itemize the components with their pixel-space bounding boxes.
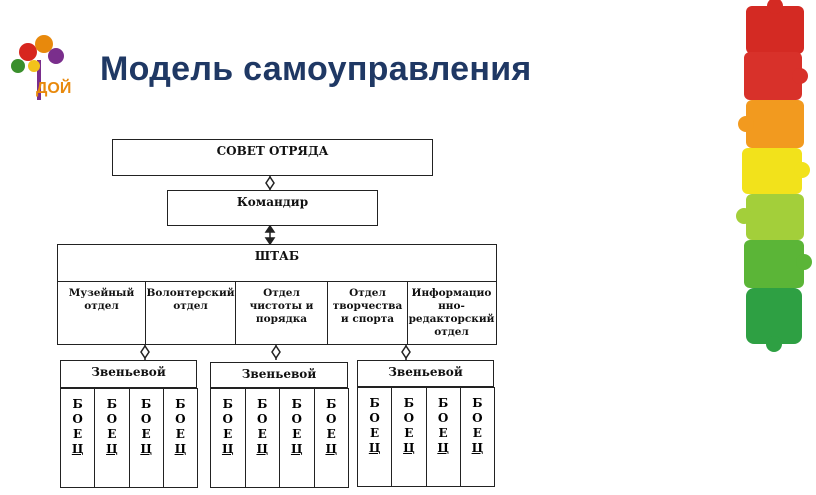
fighter-letter: Б	[291, 397, 302, 411]
department-line: отдел	[84, 300, 119, 312]
fighter-letter: Ц	[174, 442, 187, 456]
fighter-letter: Ц	[325, 442, 338, 456]
fighter-letter: Ц	[221, 442, 234, 456]
fighter-letter: Б	[222, 397, 233, 411]
hq-label: ШТАБ	[254, 249, 300, 263]
squad-leader-2: Звеньевой	[210, 362, 348, 388]
department-line: Отдел	[263, 287, 300, 299]
squad-leader-label: Звеньевой	[388, 365, 463, 379]
fighter-letter: Б	[72, 397, 83, 411]
fighter-letter: Б	[106, 397, 117, 411]
department-creativity: Отдел творчества и спорта	[328, 282, 408, 344]
squad-leader-1: Звеньевой	[60, 360, 197, 388]
fighter-letter: Ц	[368, 441, 381, 455]
fighter-letter: Е	[404, 426, 414, 440]
fighter-letter: Е	[73, 427, 83, 441]
logo	[4, 30, 86, 105]
department-line: редакторский	[408, 313, 495, 325]
department-line: чистоты и	[249, 300, 314, 312]
fighter-letter: О	[291, 412, 302, 426]
puzzle-pieces-icon	[736, 0, 812, 352]
fighter-letter: Б	[437, 396, 449, 410]
fighter-letter: Ц	[140, 442, 152, 456]
fighter-letter: О	[326, 412, 337, 426]
fighter-letter: Б	[326, 397, 337, 411]
tree-logo-icon	[11, 35, 64, 100]
fighter-letter: Ц	[403, 441, 415, 455]
fighter-letter: Е	[107, 427, 117, 441]
fighter-letter: Б	[472, 396, 483, 410]
department-line: Отдел	[349, 287, 386, 299]
department-line: отдел	[434, 326, 469, 338]
council-label: СОВЕТ ОТРЯДА	[216, 144, 329, 158]
fighter-letter: Ц	[471, 441, 484, 455]
fighter-letter: Е	[257, 427, 267, 441]
logo-text: ДОЙ	[36, 80, 72, 97]
fighter-letter: Е	[370, 426, 380, 440]
fighter-letter: Б	[175, 397, 186, 411]
fighter-letter: Б	[140, 397, 152, 411]
council-box: СОВЕТ ОТРЯДА	[112, 139, 433, 176]
fighter-letter: Е	[141, 427, 151, 441]
fighter-letter: О	[403, 411, 415, 425]
fighter-letter: Е	[326, 427, 336, 441]
fighter-letter: Б	[369, 396, 380, 410]
fighter-letter: Е	[223, 427, 233, 441]
fighter-letter: О	[472, 411, 483, 425]
fighter-letter: Е	[472, 426, 482, 440]
page-title: Модель самоуправления	[100, 50, 532, 88]
fighter-letter: Б	[257, 397, 268, 411]
fighter-letter: О	[140, 412, 152, 426]
fighter-letter: О	[222, 412, 233, 426]
fighter-letter: Е	[292, 427, 302, 441]
squad-leader-label: Звеньевой	[241, 367, 317, 381]
fighter-letter: Ц	[71, 442, 84, 456]
fighter-letter: О	[72, 412, 83, 426]
department-museum: Музейный отдел	[58, 282, 146, 344]
fighter-letter: О	[437, 411, 449, 425]
department-line: отдел	[173, 300, 208, 312]
squad-leader-label: Звеньевой	[91, 365, 166, 379]
fighter-letter: Б	[403, 396, 414, 410]
fighter-letter: Е	[438, 426, 448, 440]
commander-label: Командир	[236, 195, 309, 209]
department-line: порядка	[255, 313, 308, 325]
departments-row: Музейный отдел Волонтерский отдел Отдел …	[57, 281, 497, 345]
hq-box: ШТАБ	[57, 244, 497, 282]
fighter-letter: О	[257, 412, 268, 426]
department-line: нно-	[438, 300, 465, 312]
fighter-letter: Ц	[106, 442, 118, 456]
fighter-letter: Ц	[437, 441, 449, 455]
department-line: Музейный	[68, 287, 135, 299]
fighter-letter: Е	[175, 427, 185, 441]
fighter-letter: О	[106, 412, 118, 426]
department-line: Волонтерский	[146, 287, 235, 299]
department-line: Информацио	[411, 287, 492, 299]
department-line: творчества	[332, 300, 403, 312]
fighter-letter: О	[369, 411, 380, 425]
department-volunteer: Волонтерский отдел	[146, 282, 236, 344]
fighter-letter: Ц	[256, 442, 269, 456]
fighter-letter: Ц	[290, 442, 303, 456]
department-line: и спорта	[340, 313, 395, 325]
commander-box: Командир	[167, 190, 378, 226]
fighter-letter: О	[175, 412, 186, 426]
department-information: Информацио нно- редакторский отдел	[408, 282, 495, 344]
department-cleanliness: Отдел чистоты и порядка	[236, 282, 328, 344]
squad-leader-3: Звеньевой	[357, 360, 494, 387]
